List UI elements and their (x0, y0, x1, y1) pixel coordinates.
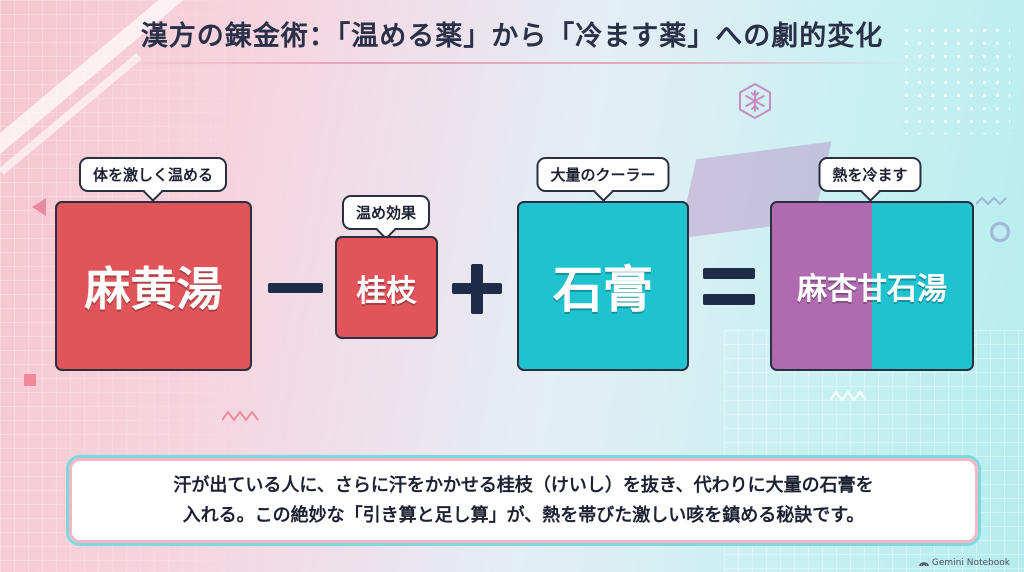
brand-name: Gemini Notebook (931, 558, 1010, 568)
plus-operator-vertical (471, 264, 483, 314)
explanation-box: 汗が出ている人に、さらに汗をかかせる桂枝（けいし）を抜き、代わりに大量の石膏を … (66, 455, 981, 546)
term-sekko-name: 石膏 (553, 261, 653, 319)
decor-triangle (32, 198, 46, 216)
decor-square (24, 374, 36, 386)
term-maoto-name: 麻黄湯 (84, 262, 223, 316)
result-makyokansekito: 麻杏甘石湯 (770, 201, 974, 371)
decor-circle (990, 222, 1010, 242)
label-cooling: 熱を冷ます (818, 157, 922, 192)
label-warming-effect: 温め効果 (341, 195, 431, 230)
equals-operator (703, 268, 755, 279)
equals-operator-lower (703, 294, 755, 305)
title-underline (110, 62, 910, 64)
explanation-line-2: 入れる。この絶妙な「引き算と足し算」が、熱を帯びた激しい咳を鎮める秘訣です。 (182, 504, 865, 526)
page-title: 漢方の錬金術：「温める薬」から「冷ます薬」への劇的変化 (140, 21, 884, 52)
brand-watermark: Gemini Notebook (919, 558, 1010, 568)
label-warm-strongly: 体を激しく温める (78, 157, 228, 192)
decor-zigzag-right (830, 390, 867, 402)
background-dot-pattern (900, 24, 1010, 134)
notebook-logo-icon (919, 562, 929, 567)
decor-zigzag-left (222, 410, 259, 422)
decor-zigzag-small (976, 196, 1007, 206)
snowflake-icon (736, 82, 774, 120)
term-sekko: 石膏 (517, 201, 689, 371)
result-name: 麻杏甘石湯 (797, 272, 947, 307)
term-keishi: 桂枝 (335, 236, 438, 339)
term-keishi-name: 桂枝 (356, 273, 417, 309)
minus-operator (268, 283, 323, 293)
term-maoto: 麻黄湯 (55, 201, 252, 371)
explanation-line-1: 汗が出ている人に、さらに汗をかかせる桂枝（けいし）を抜き、代わりに大量の石膏を (173, 474, 874, 496)
label-cooler: 大量のクーラー (536, 157, 670, 192)
